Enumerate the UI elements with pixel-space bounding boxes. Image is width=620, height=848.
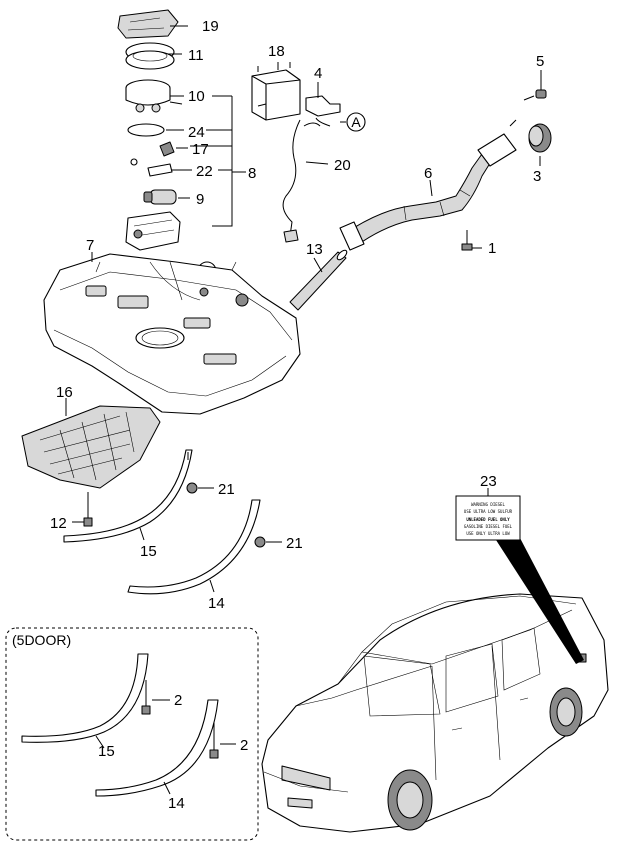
callout-18: 18: [268, 43, 285, 60]
callout-10: 10: [188, 88, 205, 105]
callout-17: 17: [192, 141, 209, 158]
part-20-vent-hose: [282, 117, 331, 237]
callout-21-lower: 21: [286, 535, 303, 552]
callout-16: 16: [56, 384, 73, 401]
callout-2-upper: 2: [174, 692, 182, 709]
part-23-fuel-label: WARNING DIESEL USE ULTRA LOW SULFUR UNLE…: [455, 488, 521, 541]
part-8-reservoir: [125, 211, 181, 251]
callout-7: 7: [86, 237, 94, 254]
callout-22: 22: [196, 163, 213, 180]
callout-15-lower: 15: [98, 743, 115, 760]
callout-14-lower: 14: [168, 795, 185, 812]
fuel-label-line-4: GASOLINE DIESEL FUEL: [464, 524, 513, 529]
part-24-o-ring: [127, 123, 165, 137]
callout-20: 20: [334, 157, 351, 174]
ref-mark-a-top-label: A: [351, 114, 361, 130]
part-9-pump-motor: [143, 189, 177, 205]
variant-box-5door: (5DOOR): [5, 627, 259, 841]
callout-1: 1: [488, 240, 496, 257]
part-6-filler-neck: [339, 133, 517, 251]
part-3-fuel-cap: [528, 123, 552, 153]
part-21-nut-upper: [186, 482, 214, 494]
part-14-strap: [127, 499, 261, 595]
part-17-clip: [159, 141, 175, 157]
part-5-screw: [535, 70, 547, 99]
part-7-fuel-tank: [43, 252, 301, 415]
part-21-nut-lower: [254, 536, 282, 548]
callout-11: 11: [188, 47, 204, 64]
fuel-label-line-2: USE ULTRA LOW SULFUR: [464, 509, 513, 514]
fuel-label-line-1: WARNING DIESEL: [471, 502, 505, 507]
callout-12: 12: [50, 515, 67, 532]
callout-21-upper: 21: [218, 481, 235, 498]
part-11-lock-ring: [125, 42, 175, 70]
part-19-cover-plate: [117, 9, 179, 39]
callout-9: 9: [196, 191, 204, 208]
part-18-canister: [251, 62, 301, 121]
part-12-bolt: [72, 492, 93, 527]
label-leader-wedge: [496, 538, 584, 664]
part-10-pump-flange: [125, 79, 184, 113]
callout-19: 19: [202, 18, 219, 35]
part-1-bolt: [461, 230, 482, 251]
callout-3: 3: [533, 168, 541, 185]
callout-5: 5: [536, 53, 544, 70]
callout-15-upper: 15: [140, 543, 157, 560]
callout-6: 6: [424, 165, 432, 182]
part-4-bracket: [305, 95, 341, 117]
callout-8: 8: [248, 165, 256, 182]
callout-4: 4: [314, 65, 322, 82]
callout-14-upper: 14: [208, 595, 225, 612]
callout-13: 13: [306, 241, 323, 258]
part-15-strap: [63, 449, 193, 543]
part-22-sender: [130, 158, 173, 177]
part-16-heat-shield: [21, 398, 161, 489]
fuel-label-line-5: USE ONLY ULTRA LOW: [466, 531, 510, 536]
callout-23: 23: [480, 473, 497, 490]
part-13-filler-tube: [289, 249, 348, 311]
fuel-label-line-3: UNLEADED FUEL ONLY: [466, 517, 510, 522]
ref-mark-a-top: A: [340, 112, 366, 132]
callout-24: 24: [188, 124, 205, 141]
variant-box-title: (5DOOR): [12, 632, 71, 648]
callout-2-lower: 2: [240, 737, 248, 754]
